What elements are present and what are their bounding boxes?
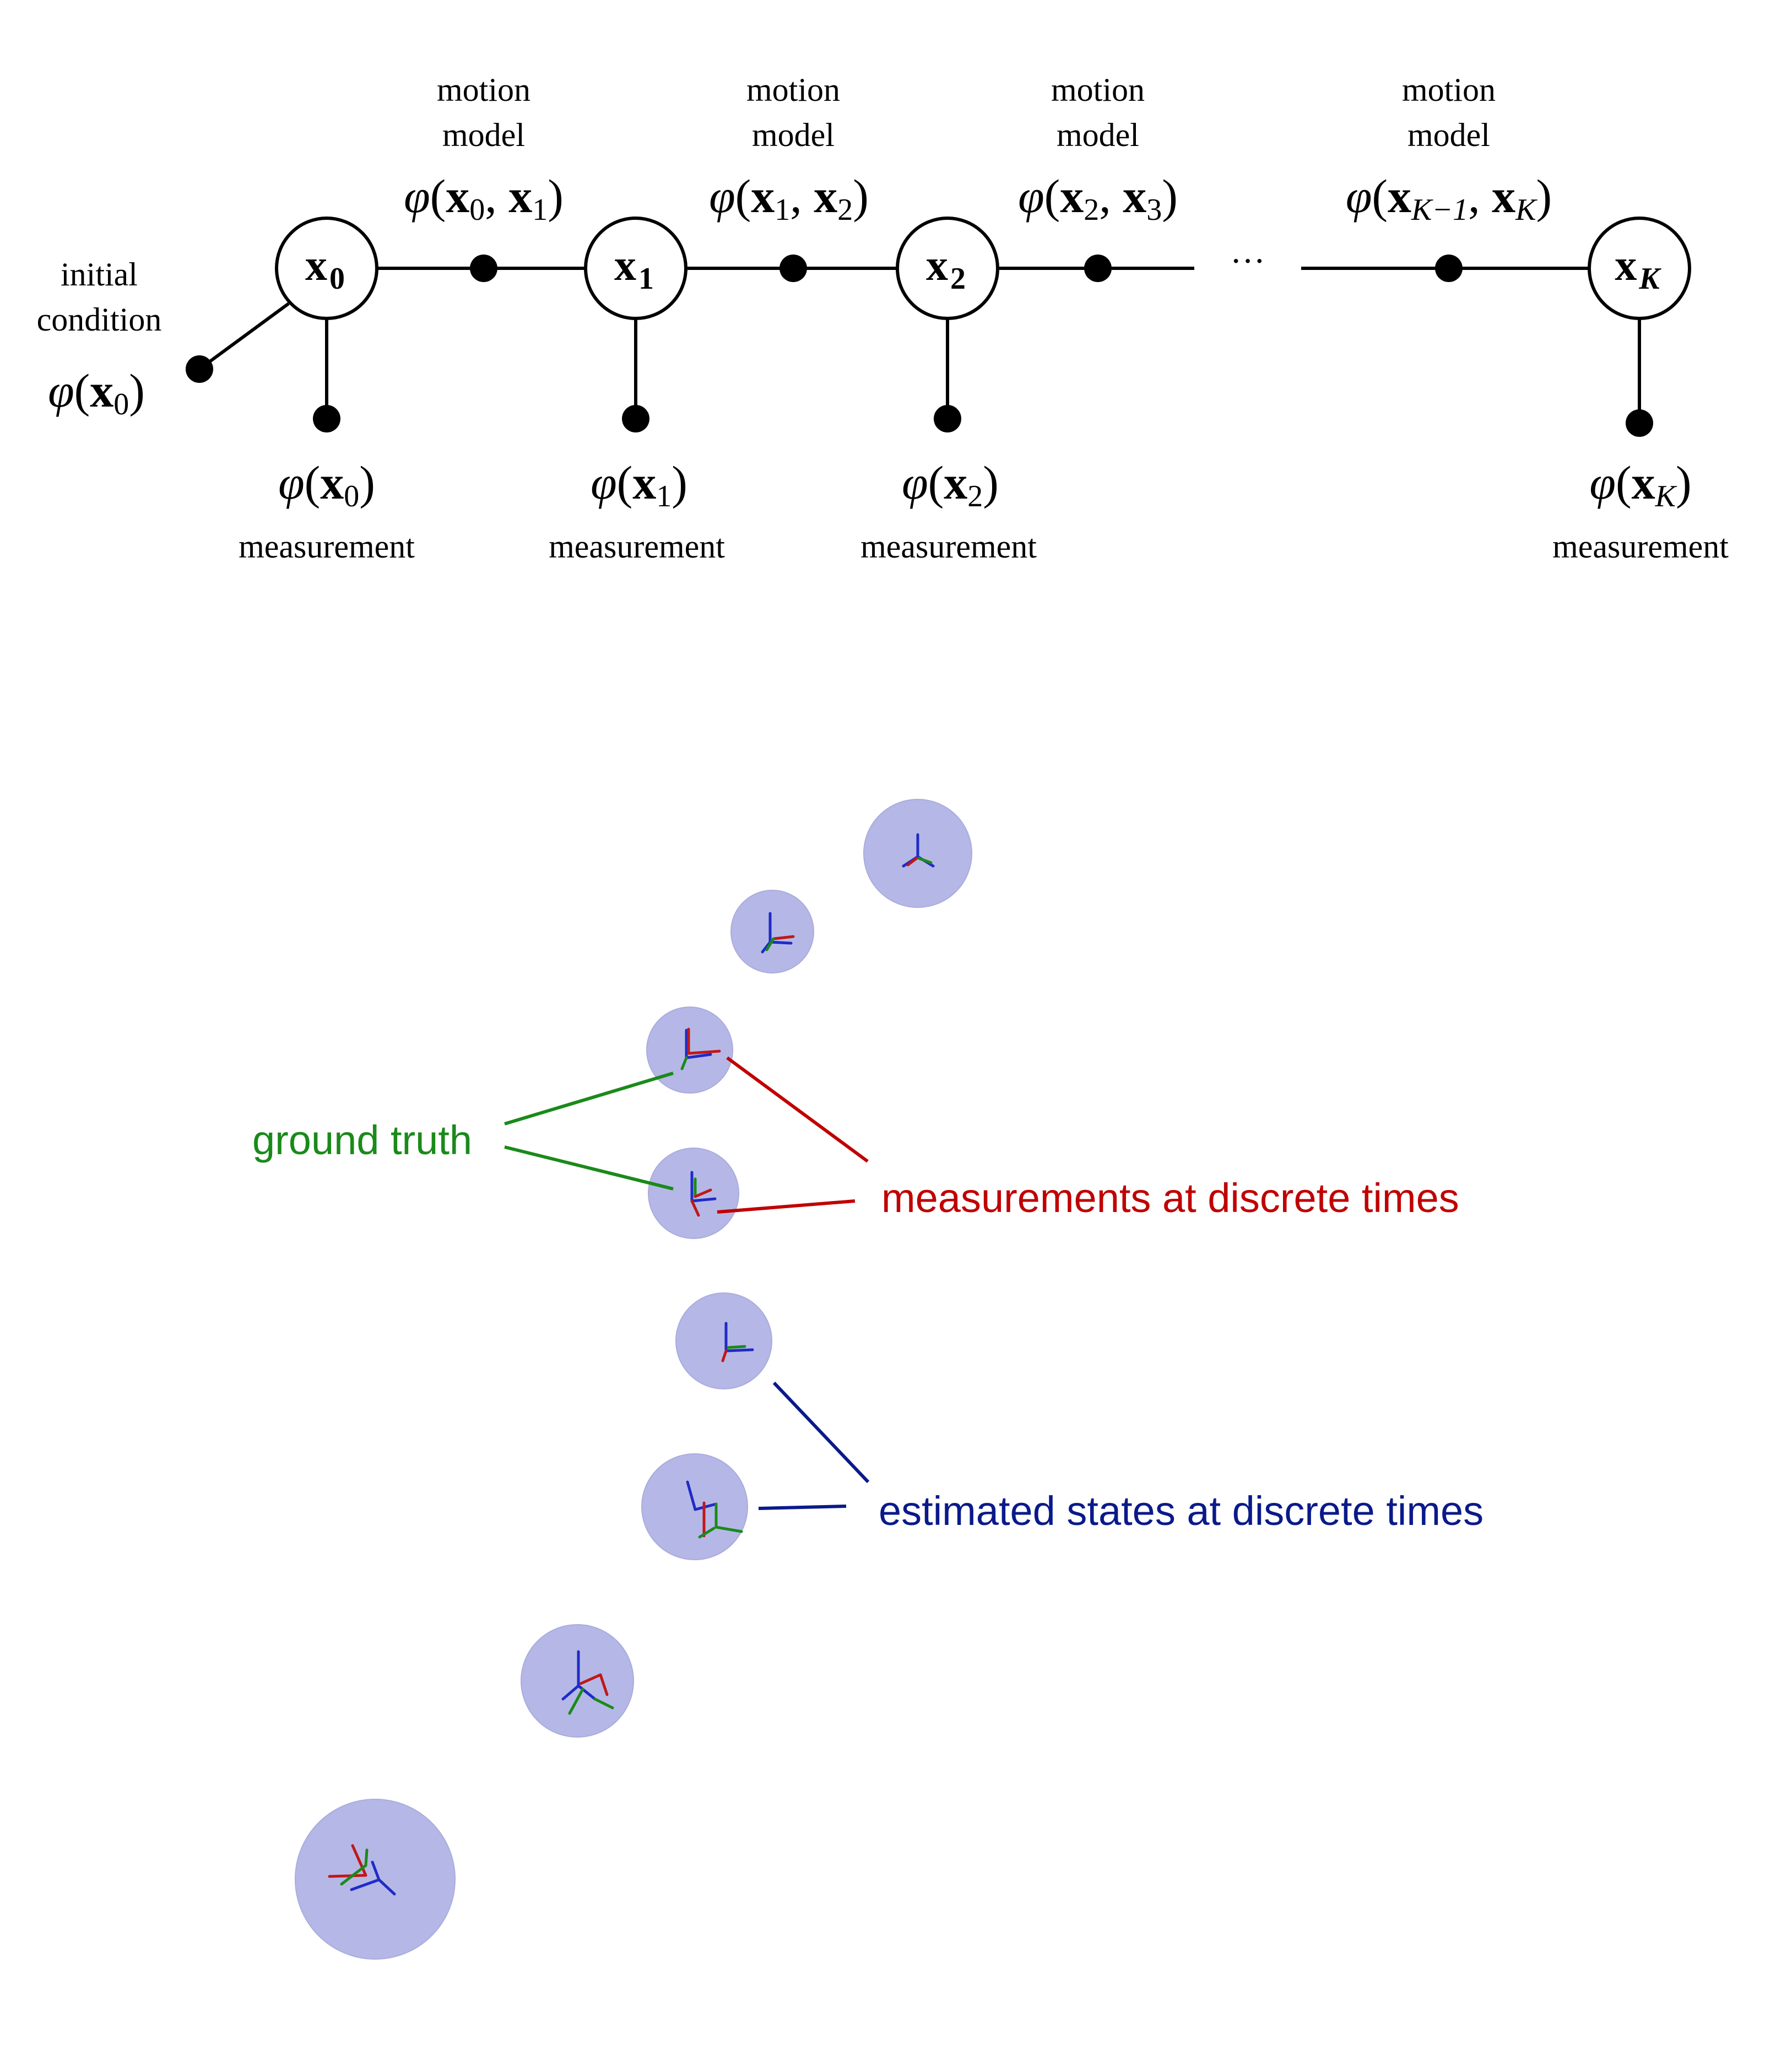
- svg-text:measurement: measurement: [1552, 528, 1729, 565]
- svg-text:motion: motion: [746, 72, 840, 108]
- svg-text:model: model: [752, 117, 835, 153]
- uncertainty-ellipse-5: [675, 1292, 772, 1389]
- factor-initial: [186, 355, 213, 383]
- uncertainty-ellipse-2: [730, 890, 814, 973]
- svg-text:φ(x1, x2): φ(x1, x2): [709, 170, 869, 227]
- svg-text:model: model: [442, 117, 525, 153]
- svg-text:model: model: [1057, 117, 1139, 153]
- factor-motion-1: [779, 255, 807, 282]
- ellipsis: ···: [1230, 241, 1265, 280]
- motion-label-2: motion model φ(x2, x3): [1018, 72, 1178, 227]
- svg-text:φ(x0, x1): φ(x0, x1): [404, 170, 564, 227]
- frame-2: [761, 912, 795, 954]
- frame-6: [686, 1480, 743, 1539]
- motion-label-0: motion model φ(x0, x1): [404, 72, 564, 227]
- leader-ground-truth-upper: [504, 1072, 674, 1126]
- frame-1: [902, 833, 935, 868]
- svg-text:measurement: measurement: [860, 528, 1037, 565]
- factor-meas-2: [934, 405, 961, 432]
- measurement-label-1: φ(x1) measurement: [549, 456, 725, 565]
- svg-text:φ(x0): φ(x0): [278, 456, 375, 513]
- svg-text:φ(x2, x3): φ(x2, x3): [1018, 170, 1178, 227]
- leader-ground-truth-lower: [504, 1145, 674, 1191]
- measurement-label-2: φ(x2) measurement: [860, 456, 1037, 565]
- motion-label-1: motion model φ(x1, x2): [709, 72, 869, 227]
- frame-5: [721, 1322, 754, 1362]
- svg-text:φ(x1): φ(x1): [591, 456, 687, 513]
- svg-text:φ(xK): φ(xK): [1589, 456, 1691, 513]
- svg-text:x0: x0: [305, 241, 345, 296]
- svg-text:φ(x2): φ(x2): [902, 456, 999, 513]
- factor-meas-K: [1626, 409, 1653, 437]
- variable-node-x2: x2: [896, 217, 999, 320]
- leader-estimated-lower: [758, 1505, 847, 1510]
- svg-text:x1: x1: [614, 241, 654, 296]
- uncertainty-ellipse-4: [648, 1148, 739, 1239]
- svg-text:measurement: measurement: [239, 528, 415, 565]
- leader-measurement-upper: [726, 1056, 869, 1163]
- label-estimated-states: estimated states at discrete times: [879, 1488, 1484, 1534]
- variable-node-x1: x1: [584, 217, 687, 320]
- svg-text:condition: condition: [37, 301, 162, 338]
- factor-motion-K: [1435, 255, 1463, 282]
- frame-7: [561, 1650, 614, 1715]
- callout-lines: [504, 1056, 870, 1510]
- label-ground-truth: ground truth: [252, 1117, 472, 1163]
- svg-text:model: model: [1407, 117, 1490, 153]
- variable-node-xK: xK: [1588, 217, 1691, 320]
- edge-x0-initial: [198, 302, 290, 371]
- svg-text:measurement: measurement: [549, 528, 725, 565]
- measurement-label-K: φ(xK) measurement: [1552, 456, 1729, 565]
- factor-dots: [186, 255, 1653, 437]
- svg-text:initial: initial: [61, 256, 138, 293]
- uncertainty-ellipses: [295, 799, 972, 1960]
- factor-motion-2: [1084, 255, 1112, 282]
- svg-text:φ(x0): φ(x0): [48, 364, 145, 421]
- label-measurements: measurements at discrete times: [881, 1175, 1459, 1221]
- leader-measurement-lower: [717, 1199, 856, 1214]
- svg-text:x2: x2: [926, 241, 966, 296]
- factor-graph: x0 x1 x2 xK ··· initial condition φ(x0) …: [37, 72, 1729, 565]
- factor-motion-0: [470, 255, 497, 282]
- uncertainty-ellipse-8: [295, 1799, 456, 1960]
- initial-condition-label: initial condition φ(x0): [37, 256, 162, 421]
- svg-text:motion: motion: [1402, 72, 1496, 108]
- trajectory-illustration: ground truth measurements at discrete ti…: [252, 799, 1484, 1960]
- factor-meas-1: [622, 405, 649, 432]
- frame-3: [680, 1027, 721, 1070]
- svg-text:xK: xK: [1615, 241, 1661, 296]
- svg-text:φ(xK−1, xK): φ(xK−1, xK): [1346, 170, 1552, 227]
- frame-8: [328, 1844, 396, 1896]
- variable-node-x0: x0: [275, 217, 378, 320]
- coordinate-frames: [328, 833, 935, 1896]
- frame-4: [690, 1171, 717, 1217]
- motion-label-K: motion model φ(xK−1, xK): [1346, 72, 1552, 227]
- svg-text:motion: motion: [437, 72, 530, 108]
- factor-meas-0: [313, 405, 340, 432]
- measurement-label-0: φ(x0) measurement: [239, 456, 415, 565]
- leader-estimated-upper: [772, 1381, 870, 1484]
- svg-text:motion: motion: [1051, 72, 1145, 108]
